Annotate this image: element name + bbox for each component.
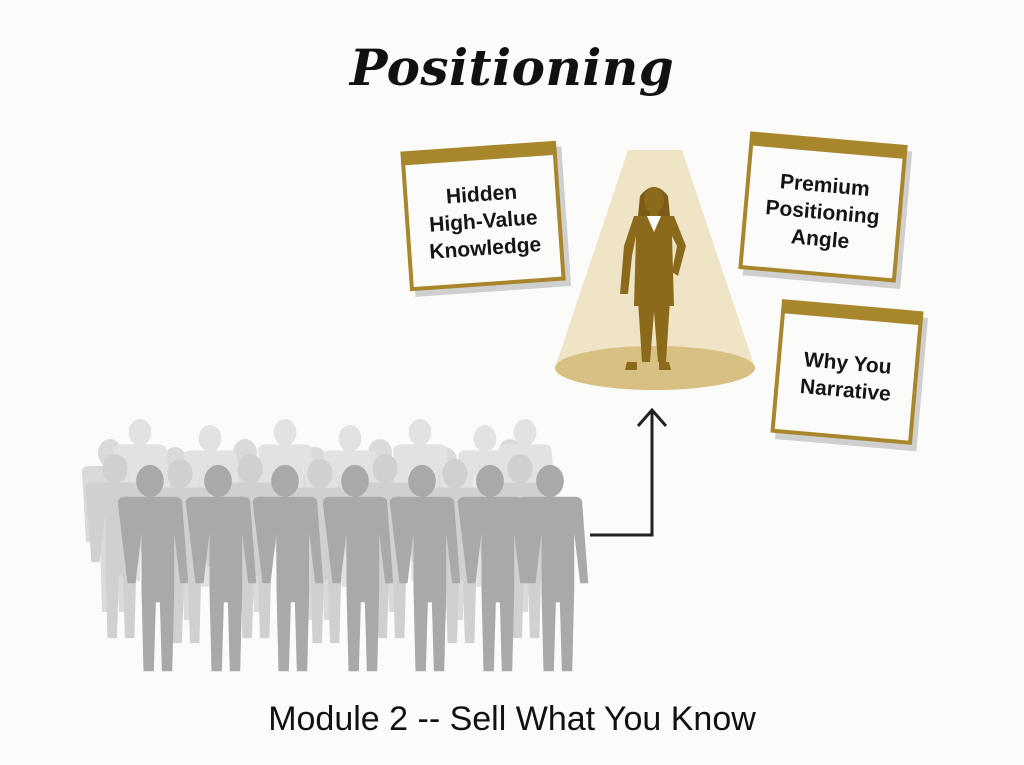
person-silhouette [457, 464, 529, 672]
person-silhouette [517, 464, 589, 672]
module-caption: Module 2 -- Sell What You Know [268, 700, 756, 738]
arrow-up-icon [590, 407, 668, 537]
person-silhouette [322, 464, 394, 672]
person-silhouette [185, 464, 257, 672]
crowd-icon [82, 419, 589, 672]
person-silhouette [117, 464, 189, 672]
page-title: Positioning [349, 38, 675, 97]
person-silhouette [252, 464, 324, 672]
businesswoman-icon [620, 187, 686, 370]
person-silhouette [389, 464, 461, 672]
